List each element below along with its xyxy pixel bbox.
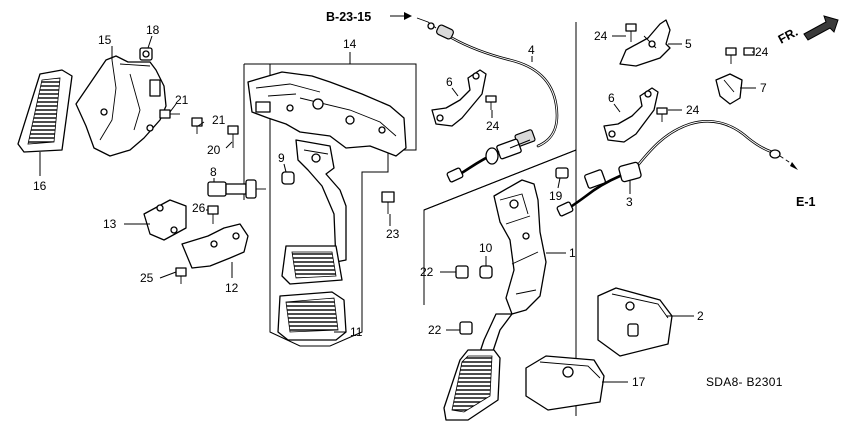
callout-23: 23: [386, 227, 400, 241]
callout-20: 20: [207, 143, 221, 157]
bolt-20: [227, 125, 239, 148]
callout-24-c: 24: [486, 119, 500, 133]
accelerator-cable: [416, 17, 559, 183]
callout-2: 2: [697, 309, 704, 323]
callout-15: 15: [98, 33, 112, 47]
reference-b-23-15: B-23-15: [326, 10, 412, 24]
callout-14: 14: [343, 37, 357, 51]
front-direction-indicator: FR.: [776, 15, 839, 47]
pedal-bracket-15: [75, 55, 167, 157]
callout-7: 7: [760, 81, 767, 95]
brake-pedal-bracket: [247, 71, 407, 157]
callout-19: 19: [549, 189, 563, 203]
accelerator-pedal-pad: [443, 349, 501, 421]
cushion-17: [525, 355, 605, 411]
bolt-19: [555, 167, 569, 179]
bolt-22-b: [459, 321, 473, 335]
callout-6-b: 6: [608, 91, 615, 105]
cable-bracket-6b: [603, 87, 659, 143]
callout-5: 5: [685, 37, 692, 51]
floor-pad-16: [17, 69, 73, 153]
callout-9: 9: [278, 151, 285, 165]
cushion-2: [597, 287, 673, 357]
callout-18: 18: [146, 23, 160, 37]
callout-21-b: 21: [212, 113, 226, 127]
nut-10: [479, 265, 493, 279]
callout-22-a: 22: [420, 265, 434, 279]
nut-9: [281, 171, 295, 185]
reference-e-1: E-1: [796, 195, 816, 209]
brake-pedal-arm: [281, 139, 347, 285]
bolt-24-a: [485, 95, 497, 110]
leader-lines: [39, 35, 756, 383]
callout-16: 16: [33, 179, 47, 193]
callout-8: 8: [210, 165, 217, 179]
bolt-22-a: [455, 265, 469, 279]
bolt-21-b: [191, 117, 203, 134]
callout-21-a: 21: [175, 93, 189, 107]
callout-4: 4: [528, 43, 535, 57]
bolt-25: [175, 267, 187, 284]
section-divider: [423, 22, 577, 305]
bolt-26: [207, 205, 219, 224]
callout-10: 10: [479, 241, 493, 255]
switch-bracket-13: [143, 199, 187, 241]
callout-24-b: 24: [755, 45, 769, 59]
callout-25: 25: [140, 271, 154, 285]
bolt-24-d: [656, 107, 668, 122]
diagram-code: SDA8- B2301: [706, 375, 783, 389]
callout-22-b: 22: [428, 323, 442, 337]
accelerator-box-1: [423, 149, 577, 416]
bracket-12: [181, 223, 249, 269]
bracket-5: [619, 19, 671, 67]
callout-24-d: 24: [686, 103, 700, 117]
cable-bracket-6a: [431, 69, 487, 127]
callout-26: 26: [192, 201, 206, 215]
ref-e-1-label: E-1: [796, 195, 816, 209]
nut-18: [139, 47, 153, 61]
brake-pedal-box-14: [243, 63, 417, 347]
brake-switch-8: [207, 179, 266, 199]
fr-label: FR.: [776, 25, 800, 47]
bolt-21-a: [159, 109, 180, 119]
callout-numbers: 1 2 3 4 5 6 6 7 8 9 10 11 12 13 14 15 16…: [33, 23, 769, 389]
bolt-23: [381, 191, 395, 214]
callout-11: 11: [350, 325, 363, 339]
ref-b-23-15-label: B-23-15: [326, 10, 371, 24]
callout-6-a: 6: [446, 75, 453, 89]
callout-12: 12: [225, 281, 239, 295]
callout-3: 3: [626, 195, 633, 209]
cable-3: [556, 120, 798, 217]
callout-17: 17: [632, 375, 646, 389]
callout-1: 1: [569, 246, 576, 260]
callout-24-a: 24: [594, 29, 608, 43]
callout-13: 13: [103, 217, 117, 231]
clip-7: [715, 47, 743, 105]
brake-pedal-pad-11: [277, 291, 347, 341]
